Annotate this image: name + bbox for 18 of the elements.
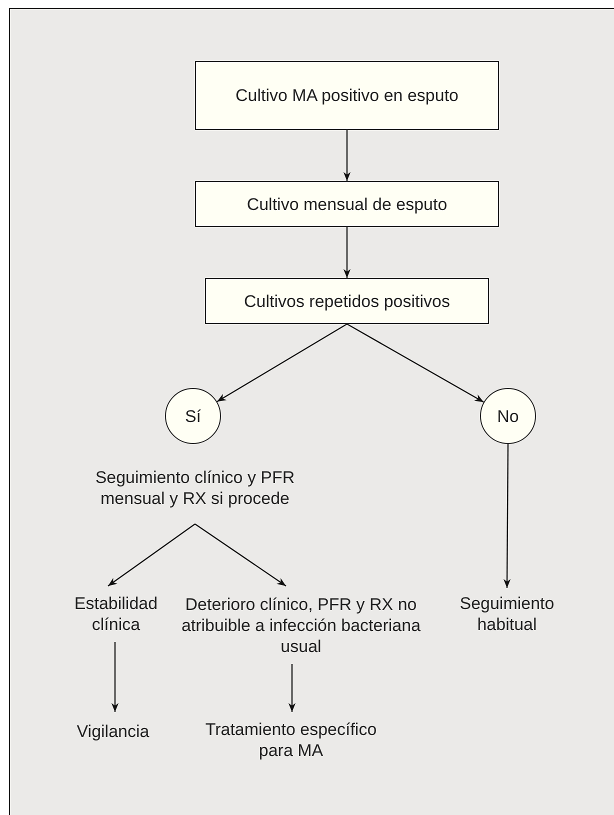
process-box: Cultivo mensual de esputo <box>195 181 499 227</box>
step-text: Seguimiento habitual <box>458 593 556 635</box>
arrow <box>111 642 119 712</box>
arrow <box>343 227 351 278</box>
step-text: Deterioro clínico, PFR y RX no atribuible a infección bacteriana usual <box>180 594 422 656</box>
arrow <box>343 130 351 181</box>
process-box: Cultivos repetidos positivos <box>205 278 489 324</box>
arrow <box>503 444 511 588</box>
arrow <box>194 524 286 586</box>
step-text: Estabilidad clínica <box>73 593 159 635</box>
process-box: Cultivo MA positivo en esputo <box>195 61 499 130</box>
arrow <box>288 664 296 712</box>
step-text: Vigilancia <box>76 720 150 742</box>
arrow <box>108 524 196 586</box>
step-text: Seguimiento clínico y PFR mensual y RX si procede <box>95 467 295 509</box>
arrow <box>216 323 348 402</box>
step-text: Tratamiento específico para MA <box>204 719 378 761</box>
arrow <box>346 323 484 403</box>
